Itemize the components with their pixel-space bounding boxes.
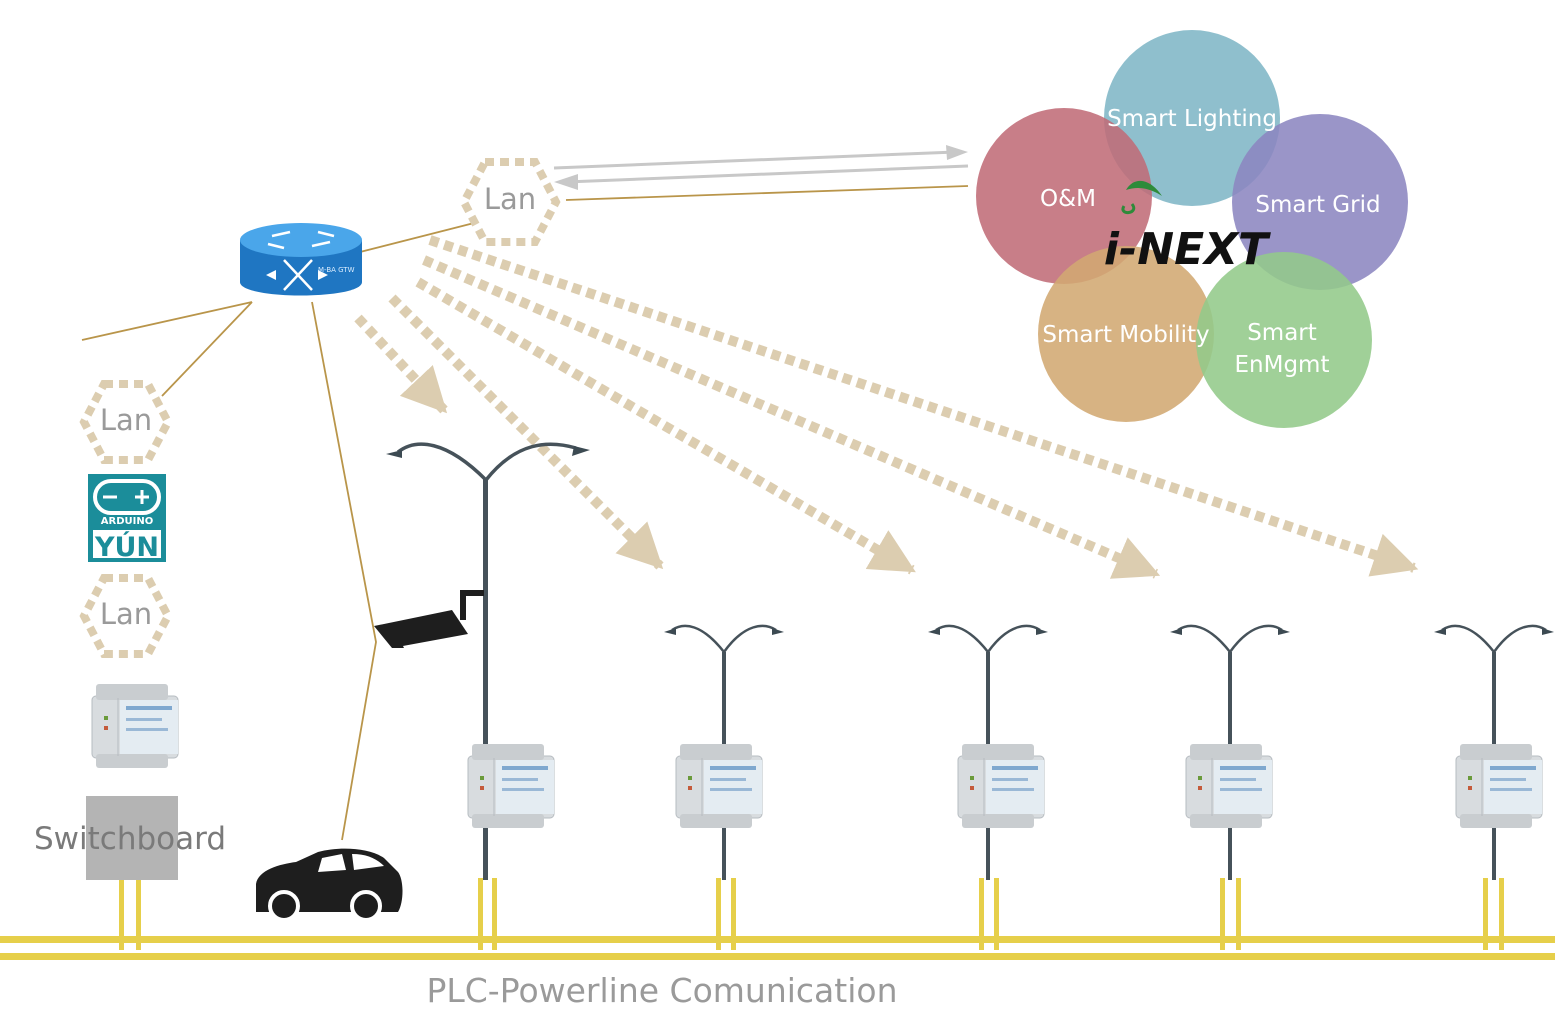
plc-controller-icon [1185,743,1273,829]
street-lamp-icon [926,624,1050,654]
plc-controller-icon [467,743,555,829]
switchboard-label: Switchboard [34,821,226,857]
lan-label-top: Lan [484,182,536,216]
street-lamp-3 [926,624,1050,880]
powerline-bus [0,878,1555,960]
street-lamp-icon [384,442,592,482]
lan-label-left-lower: Lan [100,597,152,631]
street-lamp-icon [662,624,786,654]
plc-label: PLC-Powerline Comunication [426,971,897,1010]
petal-label-smart-enmgmt-2: EnMgmt [1235,352,1330,378]
plc-controller-icon [1455,743,1543,829]
plc-controller-icon [957,743,1045,829]
lan-hex-left-lower: Lan [79,574,173,658]
petal-label-smart-grid: Smart Grid [1255,192,1380,218]
wireless-arrows [354,235,1419,579]
lan-hex-left-upper: Lan [79,380,173,464]
car-icon [256,848,403,922]
petal-smart-enmgmt [1196,252,1372,428]
street-lamp-2 [662,624,786,880]
security-camera-icon [374,590,484,648]
petal-label-smart-lighting: Smart Lighting [1107,106,1277,132]
plc-controller-icon [675,743,763,829]
petal-om [976,108,1152,284]
cloud-link-arrows [553,145,969,190]
i-next-logo: i-NEXT [1104,180,1271,275]
switchboard-box: Switchboard [34,796,226,880]
street-lamp-icon [1168,624,1292,654]
lan-label-left-upper: Lan [100,403,152,437]
petal-smart-lighting [1104,30,1280,206]
street-lamp-4 [1168,624,1292,880]
powerline-drops [119,878,1504,950]
network-wires [81,185,969,841]
router-label: M-BA GTW [318,266,355,274]
street-lamp-5 [1432,624,1556,880]
petal-smart-mobility [1038,246,1214,422]
lan-hex-top: Lan [459,158,561,246]
petal-smart-grid [1232,114,1408,290]
petal-label-smart-mobility: Smart Mobility [1042,322,1209,348]
arduino-model-label: YÚN [94,531,159,563]
arduino-brand-label: ARDUINO [101,516,153,527]
street-lamp-icon [1432,624,1556,654]
router-icon: M-BA GTW [240,223,362,296]
petal-label-smart-enmgmt-1: Smart [1247,320,1317,346]
service-flower: Smart Lighting Smart Grid O&M Smart Mobi… [976,30,1408,428]
arduino-yun-logo: ARDUINO YÚN [88,474,166,563]
street-lamp-main [374,442,592,880]
plc-controller-icon [91,683,179,769]
i-next-logo-text: i-NEXT [1104,224,1271,275]
petal-label-om: O&M [1040,186,1096,212]
